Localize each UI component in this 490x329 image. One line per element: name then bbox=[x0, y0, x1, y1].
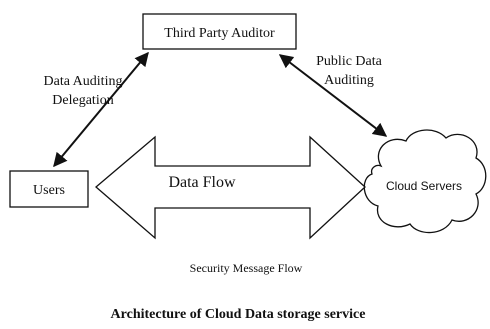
edge-data-flow: Data Flow bbox=[95, 135, 366, 240]
tpa-cloud-label-line1: Public Data bbox=[316, 54, 382, 69]
tpa-cloud-label-line2: Auditing bbox=[324, 73, 374, 88]
node-third-party-auditor: Third Party Auditor bbox=[142, 13, 297, 50]
users-tpa-label-line2: Delegation bbox=[52, 93, 113, 108]
third-party-auditor-label: Third Party Auditor bbox=[164, 26, 275, 41]
data-flow-label: Data Flow bbox=[168, 174, 236, 191]
cloud-servers-label: Cloud Servers bbox=[386, 179, 462, 193]
security-message-flow-label: Security Message Flow bbox=[190, 261, 303, 275]
edge-tpa-cloud: Public Data Auditing bbox=[278, 54, 388, 137]
edge-users-tpa: Data Auditing Delegation bbox=[44, 51, 149, 168]
cloud-shape bbox=[363, 129, 487, 234]
data-flow-arrow bbox=[95, 135, 366, 240]
users-box bbox=[9, 170, 89, 208]
users-label: Users bbox=[33, 183, 65, 198]
users-tpa-arrow bbox=[53, 51, 149, 168]
tpa-cloud-arrow bbox=[278, 54, 388, 137]
third-party-auditor-box bbox=[142, 13, 297, 50]
node-users: Users bbox=[9, 170, 89, 208]
node-cloud-servers: Cloud Servers bbox=[363, 129, 487, 234]
users-tpa-label-line1: Data Auditing bbox=[44, 74, 123, 89]
diagram-caption: Architecture of Cloud Data storage servi… bbox=[111, 307, 366, 322]
